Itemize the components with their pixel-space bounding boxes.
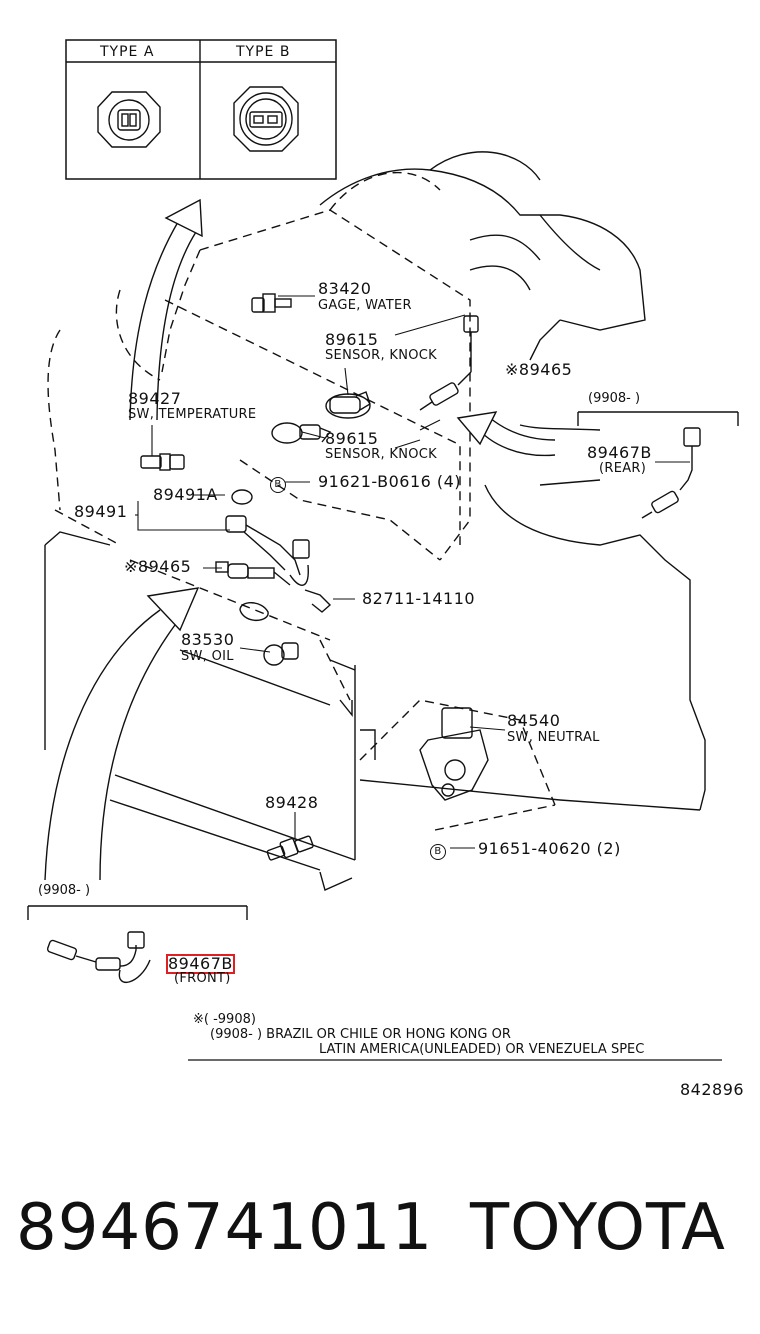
note-line-3: LATIN AMERICA(UNLEADED) OR VENEZUELA SPE… <box>319 1042 645 1057</box>
o2-sensor-front-engine-icon <box>215 561 291 586</box>
type-a-connector-icon <box>97 91 161 148</box>
part-89467b-rear-number[interactable]: 89467B <box>587 443 652 462</box>
part-89427-desc: SW, TEMPERATURE <box>128 407 257 422</box>
part-89615-number-upper[interactable]: 89615 <box>325 330 379 349</box>
o2-sensor-front-box-icon <box>46 931 151 983</box>
bolt-marker-upper-text: B <box>270 477 286 493</box>
note-line-1: ※( -9908) <box>193 1012 256 1027</box>
arrow-rear-o2-icon <box>456 411 556 457</box>
figure-id: 842896 <box>680 1080 745 1099</box>
connector-type-legend <box>65 39 337 180</box>
part-89615-desc-upper: SENSOR, KNOCK <box>325 348 437 363</box>
knock-sensor-lower-icon <box>271 422 332 444</box>
part-89465-number-upper[interactable]: ※89465 <box>505 360 573 379</box>
leader-lines <box>135 295 690 849</box>
part-84540-number[interactable]: 84540 <box>507 711 561 730</box>
temperature-switch-icon <box>140 453 185 471</box>
part-89467b-front-desc: (FRONT) <box>174 971 231 986</box>
bolt-91621-number[interactable]: 91621-B0616 (4) <box>318 472 462 491</box>
rear-range-label: (9908- ) <box>588 391 641 406</box>
cylinder-block-outline <box>44 531 376 891</box>
part-89615-desc-lower: SENSOR, KNOCK <box>325 447 437 462</box>
rear-range-bracket <box>577 411 739 426</box>
front-range-bracket <box>27 905 248 920</box>
type-b-header: TYPE B <box>236 44 291 60</box>
engine-block-outline <box>47 171 471 701</box>
intake-manifold-outline <box>319 151 646 361</box>
water-gage-sensor-icon <box>251 293 292 313</box>
transmission-outline <box>359 424 706 831</box>
part-83420-desc: GAGE, WATER <box>318 298 412 313</box>
type-a-header: TYPE A <box>100 44 155 60</box>
arrow-front-o2-icon <box>44 587 200 881</box>
sensor-89428-icon <box>266 835 314 861</box>
wire-harness-icon <box>225 515 310 586</box>
front-range-label: (9908- ) <box>38 883 91 898</box>
part-84540-desc: SW, NEUTRAL <box>507 730 600 745</box>
o-ring-icon <box>231 489 253 505</box>
arrow-to-legend-icon <box>129 198 203 421</box>
part-89427-number[interactable]: 89427 <box>128 389 182 408</box>
part-89491-number[interactable]: 89491 <box>74 502 128 521</box>
footer-part-number: 8946741011 <box>16 1191 434 1265</box>
part-89467b-front-number[interactable]: 89467B <box>166 954 235 974</box>
part-82711-number[interactable]: 82711-14110 <box>362 589 476 608</box>
oil-switch-icon <box>239 602 299 666</box>
bolt-91651-number[interactable]: 91651-40620 (2) <box>478 839 621 858</box>
bolt-marker-upper: B <box>270 474 286 493</box>
o2-sensor-rear-icon <box>641 427 701 519</box>
neutral-switch-icon <box>419 707 489 801</box>
part-83420-number[interactable]: 83420 <box>318 279 372 298</box>
part-89615-number-lower[interactable]: 89615 <box>325 429 379 448</box>
harness-clip-icon <box>304 589 332 613</box>
footer-brand: TOYOTA <box>470 1191 726 1265</box>
part-89428-number[interactable]: 89428 <box>265 793 319 812</box>
o2-sensor-upper-icon <box>419 315 479 411</box>
part-89491a-number[interactable]: 89491A <box>153 485 218 504</box>
part-89467b-rear-desc: (REAR) <box>599 461 647 476</box>
part-83530-desc: SW, OIL <box>181 649 234 664</box>
part-83530-number[interactable]: 83530 <box>181 630 235 649</box>
part-89465-number-lower[interactable]: ※89465 <box>124 557 192 576</box>
bolt-marker-lower-text: B <box>430 844 446 860</box>
note-line-2: (9908- ) BRAZIL OR CHILE OR HONG KONG OR <box>210 1027 511 1042</box>
knock-sensor-upper-icon <box>325 391 371 419</box>
bolt-marker-lower: B <box>430 841 446 860</box>
type-b-connector-icon <box>233 86 299 152</box>
